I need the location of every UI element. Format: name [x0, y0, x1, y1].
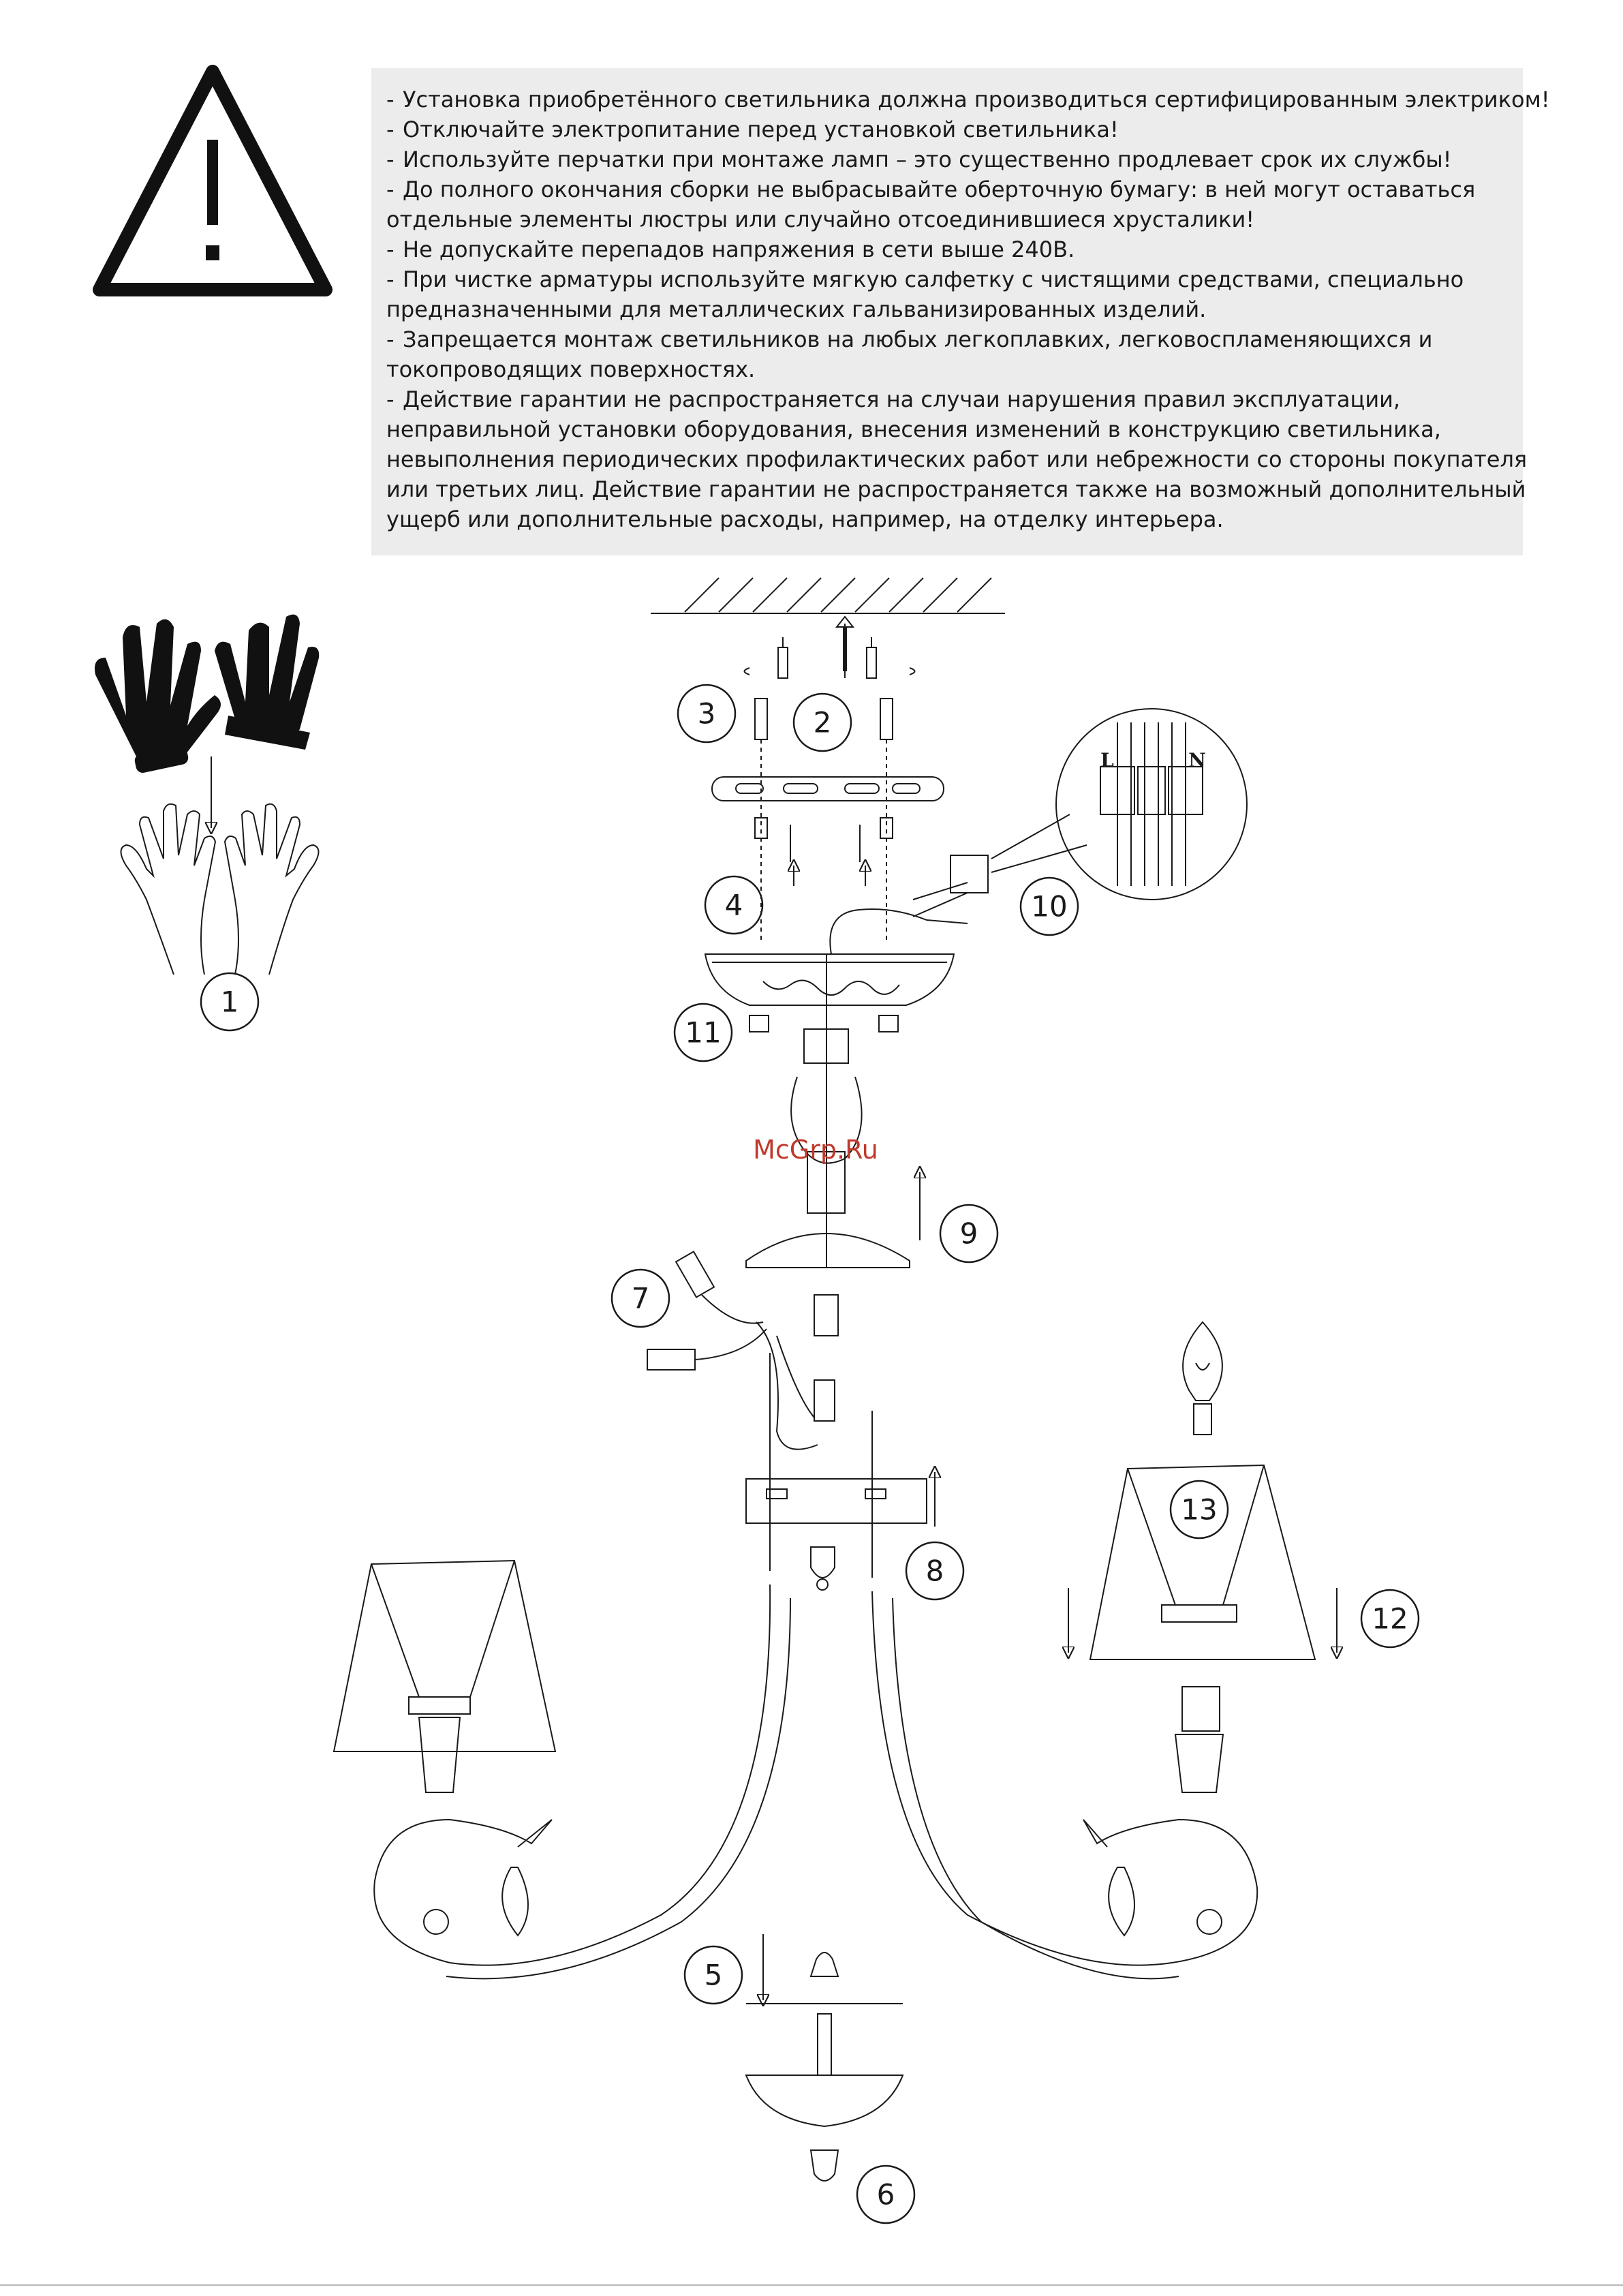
bullet-dash: -	[386, 117, 395, 142]
warning-item: -Действие гарантии не распространяется н…	[386, 384, 1509, 414]
warning-item: -До полного окончания сборки не выбрасыв…	[386, 174, 1509, 204]
warning-item: -При чистке арматуры используйте мягкую …	[386, 264, 1509, 294]
right-shade	[1089, 1464, 1316, 1793]
warning-text: Отключайте электропитание перед установк…	[403, 117, 1119, 142]
warning-text: предназначенными для металлических гальв…	[386, 296, 1207, 322]
step-11-label: 11	[685, 1016, 721, 1050]
step-13-label: 13	[1181, 1493, 1217, 1527]
step-12-label: 12	[1372, 1602, 1408, 1636]
step-6-label: 6	[877, 2178, 895, 2211]
step-labels	[200, 684, 1420, 2224]
warning-item: -Запрещается монтаж светильников на любы…	[386, 324, 1509, 354]
canopy	[704, 855, 989, 1032]
step-2-label: 2	[814, 706, 832, 739]
watermark: McGrp.Ru	[753, 1135, 878, 1165]
warning-item-continuation: неправильной установки оборудования, вне…	[386, 414, 1509, 444]
warning-text: или третьих лиц. Действие гарантии не ра…	[386, 476, 1526, 502]
warning-text: До полного окончания сборки не выбрасыва…	[403, 177, 1476, 202]
warning-item-continuation: ущерб или дополнительные расходы, наприм…	[386, 504, 1509, 534]
warning-text: ущерб или дополнительные расходы, наприм…	[386, 506, 1224, 532]
terminal-neutral-label: N	[1188, 749, 1206, 771]
step-9-label: 9	[960, 1217, 978, 1251]
terminal-block-detail	[991, 708, 1248, 900]
step-10-label: 10	[1031, 890, 1067, 923]
bullet-dash: -	[386, 177, 395, 202]
warning-text: Не допускайте перепадов напряжения в сет…	[403, 236, 1075, 262]
warning-text: Установка приобретённого светильника дол…	[403, 87, 1550, 112]
warning-text: Используйте перчатки при монтаже ламп – …	[403, 147, 1452, 172]
warning-item: -Не допускайте перепадов напряжения в се…	[386, 234, 1509, 264]
exclamation-triangle-icon	[93, 65, 333, 296]
warning-text: токопроводящих поверхностях.	[386, 356, 756, 382]
bottom-bowl	[745, 1952, 904, 2182]
footer-divider	[0, 2284, 1623, 2286]
terminal-live-label: L	[1100, 749, 1114, 771]
chandelier-arms	[373, 1584, 1258, 1980]
warning-text-box: -Установка приобретённого светильника до…	[371, 68, 1550, 555]
gloves-icon	[95, 614, 320, 773]
bullet-dash: -	[386, 266, 395, 292]
warning-item-continuation: отдельные элементы люстры или случайно о…	[386, 204, 1509, 234]
bullet-dash: -	[386, 87, 395, 112]
socket-wiring	[647, 1251, 873, 1578]
warning-item: -Используйте перчатки при монтаже ламп –…	[386, 144, 1509, 174]
warning-text: Запрещается монтаж светильников на любых…	[403, 326, 1433, 352]
warning-text: Действие гарантии не распространяется на…	[403, 386, 1401, 412]
warning-item: -Отключайте электропитание перед установ…	[386, 114, 1509, 144]
bulb-icon	[1182, 1321, 1223, 1435]
warning-text: отдельные элементы люстры или случайно о…	[386, 206, 1255, 232]
step-4-label: 4	[725, 889, 743, 922]
ceiling	[651, 577, 1005, 614]
warning-item: -Установка приобретённого светильника до…	[386, 85, 1550, 114]
left-shade	[333, 1559, 557, 1793]
central-stem	[745, 954, 910, 1268]
warning-item-continuation: невыполнения периодических профилактичес…	[386, 444, 1527, 474]
warning-text: неправильной установки оборудования, вне…	[386, 416, 1441, 442]
mounting-hardware	[711, 615, 944, 940]
bullet-dash: -	[386, 326, 395, 352]
warning-text: невыполнения периодических профилактичес…	[386, 446, 1528, 472]
step-1-label: 1	[221, 985, 239, 1019]
bullet-dash: -	[386, 236, 395, 262]
mounting-bar	[745, 1478, 927, 1591]
warning-item-continuation: предназначенными для металлических гальв…	[386, 294, 1509, 324]
hands-icon	[120, 803, 320, 975]
step-3-label: 3	[698, 697, 716, 731]
bullet-dash: -	[386, 386, 395, 412]
bullet-dash: -	[386, 147, 395, 172]
warning-item-continuation: или третьих лиц. Действие гарантии не ра…	[386, 474, 1526, 504]
step-8-label: 8	[926, 1555, 944, 1588]
warning-item-continuation: токопроводящих поверхностях.	[386, 354, 1509, 384]
warning-text: При чистке арматуры используйте мягкую с…	[403, 266, 1464, 292]
step-5-label: 5	[705, 1959, 723, 1992]
step-7-label: 7	[632, 1282, 650, 1315]
